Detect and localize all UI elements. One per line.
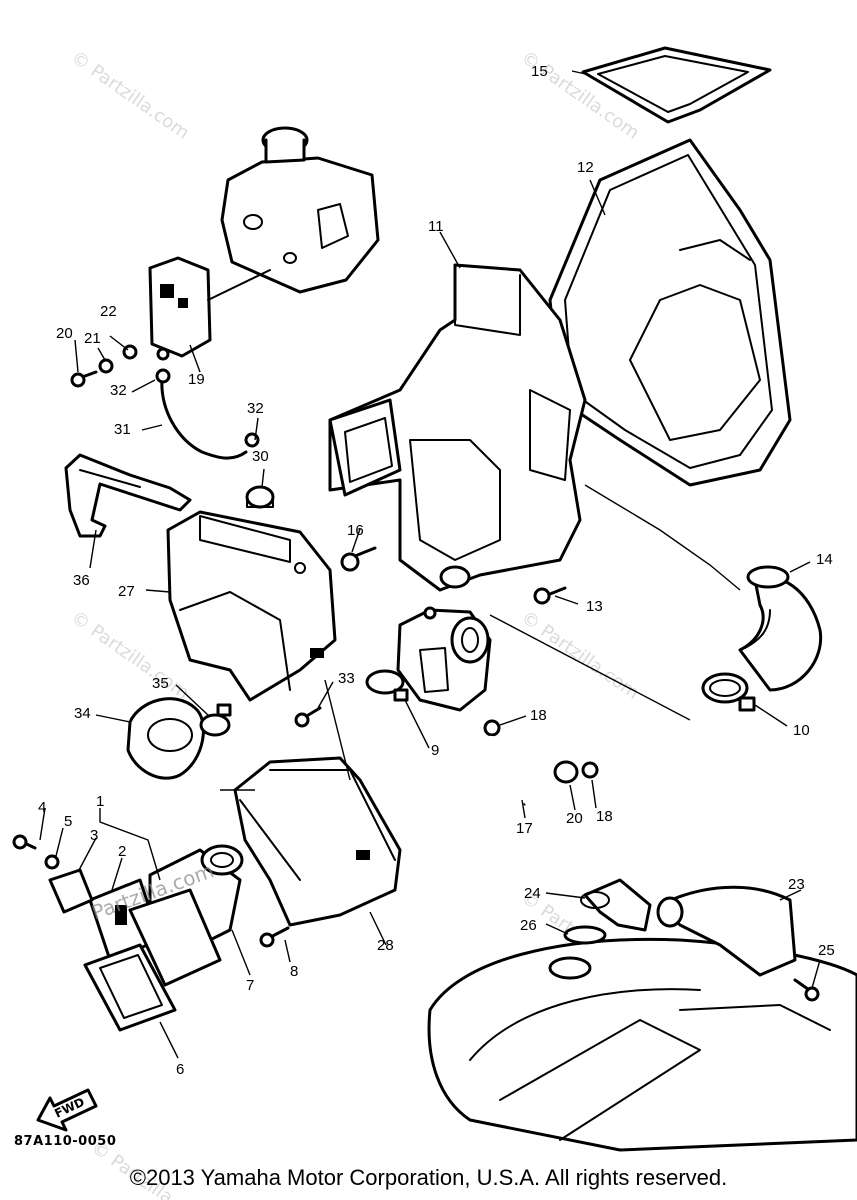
gasket-part-6: [83, 943, 177, 1032]
bolt-part-16: [340, 546, 377, 572]
cap-part-19: [553, 760, 579, 784]
callout-12: 12: [577, 159, 594, 176]
diagram-code: 87A110-0050: [14, 1134, 117, 1149]
pipe-part-24: [656, 885, 797, 977]
callout-27: 26: [520, 917, 537, 934]
callout-17: 17: [516, 820, 533, 837]
callouts: 15 12 11 22 20 21 19 32 32 31 30 16 36 2…: [38, 63, 835, 1078]
callout-32: 32: [110, 382, 127, 399]
washer-part-22: [98, 358, 114, 374]
oil-tank: [220, 126, 380, 294]
clip-part-18-lower: [581, 761, 599, 779]
callout-14: 14: [816, 551, 833, 568]
callout-1: 1: [96, 793, 104, 810]
bolt-part-26: [793, 978, 820, 1002]
washer-part-5: [44, 854, 60, 870]
clip-part-32-upper: [155, 368, 171, 384]
reed-block-part-1: [128, 888, 222, 987]
hose-part-17: [490, 734, 530, 806]
watermark: © Partzilla.com: [517, 607, 643, 704]
callout-30: 30: [252, 448, 269, 465]
bracket-part-36: [64, 453, 192, 538]
callout-33: 33: [338, 670, 355, 687]
callout-26: 25: [818, 942, 835, 959]
callout-4: 4: [38, 799, 46, 816]
clamp-part-10: [701, 672, 756, 712]
callout-31: 31: [114, 421, 131, 438]
screw-part-4: [12, 834, 37, 850]
stopper-part-3: [48, 868, 94, 914]
bolt-part-13: [533, 586, 567, 605]
callout-24: 23: [788, 876, 805, 893]
callout-18-b: 18: [596, 808, 613, 825]
joint-part-25: [580, 878, 652, 932]
callout-5: 5: [64, 813, 72, 830]
callout-2: 2: [118, 843, 126, 860]
callout-20: 19: [188, 371, 205, 388]
callout-23: 22: [100, 303, 117, 320]
air-box-body-part-11: [328, 263, 587, 592]
box-part-28: [166, 510, 337, 702]
copyright-notice: ©2013 Yamaha Motor Corporation, U.S.A. A…: [129, 1165, 728, 1190]
callout-15: 15: [531, 63, 548, 80]
clamp-part-35: [199, 703, 232, 737]
joint-part-34: [126, 697, 205, 780]
bolt-part-33: [294, 706, 322, 728]
callout-6: 6: [176, 1061, 184, 1078]
air-box-cover-part-12: [548, 138, 792, 487]
callout-29: 28: [377, 937, 394, 954]
callout-10: 10: [793, 722, 810, 739]
callout-22: 21: [84, 330, 101, 347]
callout-7: 7: [246, 977, 254, 994]
leader-lines: [39, 70, 821, 1059]
callout-9: 9: [431, 742, 439, 759]
callout-32-b: 32: [247, 400, 264, 417]
carburetor: [396, 606, 492, 712]
callout-34: 34: [74, 705, 91, 722]
case-part-29: [233, 756, 402, 927]
bolt-part-8: [259, 926, 290, 948]
cap-part-30: [245, 485, 275, 509]
bolt-part-21: [70, 370, 98, 388]
callout-16: 16: [347, 522, 364, 539]
callout-13: 13: [586, 598, 603, 615]
clamp-part-9: [365, 669, 409, 702]
callout-28: 27: [118, 583, 135, 600]
callout-21: 20: [56, 325, 73, 342]
callout-8: 8: [290, 963, 298, 980]
muffler: [427, 937, 857, 1152]
hose-part-31: [160, 376, 248, 460]
callout-35: 35: [152, 675, 169, 692]
gasket-part-27: [563, 925, 607, 945]
gasket-frame-part-15: [581, 46, 772, 124]
watermark: © Partzilla.com: [67, 607, 193, 704]
callout-19: 20: [566, 810, 583, 827]
clip-part-18-upper: [483, 719, 501, 737]
switch-part-20: [148, 256, 271, 361]
callout-11: 11: [428, 218, 444, 235]
watermark: © Partzilla.com: [67, 47, 193, 144]
callout-25: 24: [524, 885, 541, 902]
fwd-arrow-icon: FWD: [36, 1088, 98, 1132]
joint-part-14: [738, 565, 823, 692]
callout-18: 18: [530, 707, 547, 724]
callout-36: 36: [73, 572, 90, 589]
callout-3: 3: [90, 827, 98, 844]
